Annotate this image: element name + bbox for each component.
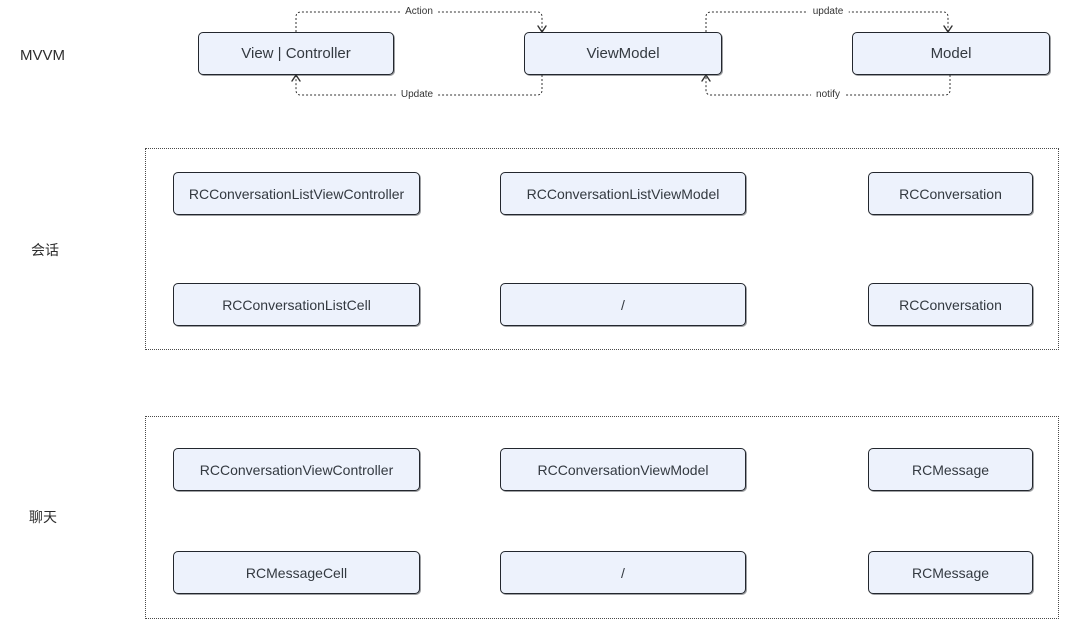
edge-label-action: Action: [400, 6, 438, 18]
edge-label-update-model: update: [807, 6, 849, 18]
node-conversation-slash-placeholder: /: [500, 283, 746, 326]
node-rcmessage-model: RCMessage: [868, 448, 1033, 491]
section-conversation-label: 会话: [31, 242, 59, 258]
section-conversation-container: [145, 148, 1059, 350]
section-chat-label: 聊天: [29, 509, 57, 525]
section-chat-container: [145, 416, 1059, 619]
node-rcconversationlistviewmodel: RCConversationListViewModel: [500, 172, 746, 215]
node-rcconversationviewcontroller: RCConversationViewController: [173, 448, 420, 491]
node-rcconversationlistviewcontroller: RCConversationListViewController: [173, 172, 420, 215]
node-rcconversation-cell-model: RCConversation: [868, 283, 1033, 326]
node-viewmodel: ViewModel: [524, 32, 722, 75]
node-rcconversation-model: RCConversation: [868, 172, 1033, 215]
edge-label-update-view: Update: [395, 89, 439, 101]
arrow-up-icon: [291, 74, 301, 82]
node-chat-slash-placeholder: /: [500, 551, 746, 594]
node-model: Model: [852, 32, 1050, 75]
node-rcconversationviewmodel: RCConversationViewModel: [500, 448, 746, 491]
node-rcmessage-cell-model: RCMessage: [868, 551, 1033, 594]
node-rcmessagecell: RCMessageCell: [173, 551, 420, 594]
edge-label-notify: notify: [811, 89, 845, 101]
node-view-controller: View | Controller: [198, 32, 394, 75]
arrow-up-icon: [701, 74, 711, 82]
mvvm-row-label: MVVM: [20, 47, 65, 64]
node-rcconversationlistcell: RCConversationListCell: [173, 283, 420, 326]
